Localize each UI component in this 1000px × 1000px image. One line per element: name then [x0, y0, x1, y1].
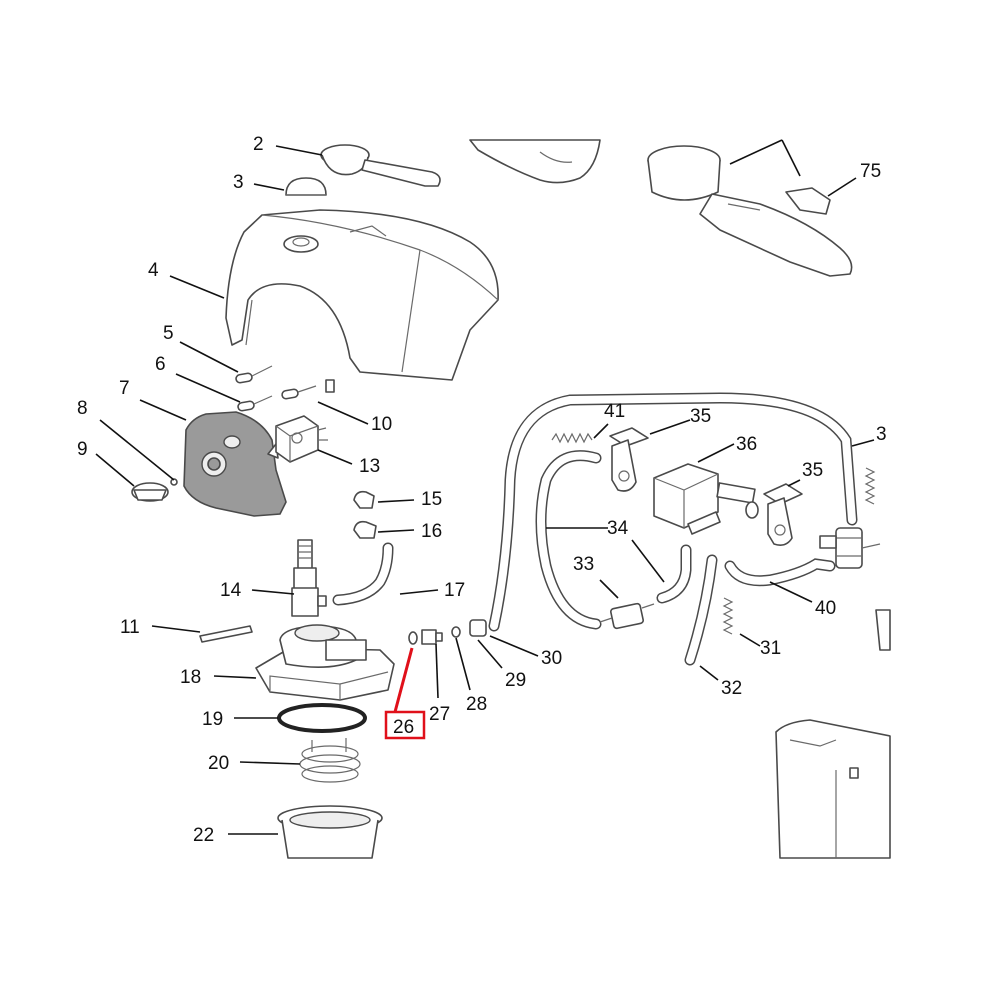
part-4-housing — [225, 209, 499, 393]
label-40: 40 — [815, 598, 836, 619]
label-27: 27 — [429, 704, 450, 725]
part-water-tank — [775, 719, 891, 859]
part-22-basket — [277, 805, 383, 859]
label-36: 36 — [736, 434, 757, 455]
label-20: 20 — [208, 753, 229, 774]
label-34: 34 — [607, 518, 629, 539]
part-30-tube — [488, 392, 858, 632]
part-7-control-panel — [183, 411, 287, 517]
label-35a: 35 — [690, 406, 711, 427]
label-33: 33 — [573, 554, 594, 575]
part-19-gasket — [277, 703, 367, 733]
part-14-valve — [291, 539, 327, 617]
part-33-valve — [599, 602, 655, 630]
part-2-scoop — [320, 144, 441, 187]
part-41-spring — [551, 432, 593, 444]
part-labels: 2 3 4 5 6 7 8 9 10 13 15 16 14 17 11 18 … — [77, 134, 887, 846]
label-35b: 35 — [802, 460, 823, 481]
part-36-pump — [653, 463, 759, 535]
part-32-tube — [684, 554, 718, 666]
label-5: 5 — [163, 323, 174, 344]
highlight-box-26 — [384, 710, 426, 740]
part-3-knob — [285, 177, 327, 196]
label-9: 9 — [77, 439, 88, 460]
part-portafilter — [647, 145, 853, 277]
label-31: 31 — [760, 638, 781, 659]
part-9-knob — [131, 478, 178, 502]
label-6: 6 — [155, 354, 166, 375]
part-18-boiler — [255, 624, 395, 701]
part-26-washer — [408, 631, 418, 645]
leader-lines — [95, 139, 875, 835]
label-22: 22 — [193, 825, 214, 846]
label-19: 19 — [202, 709, 223, 730]
label-13: 13 — [359, 456, 380, 477]
part-34-tube — [535, 450, 692, 630]
part-16-clip — [353, 520, 377, 539]
part-37-fitting — [819, 527, 881, 569]
label-26: 26 — [393, 717, 414, 738]
partial-right-object — [875, 609, 891, 651]
part-6-lamp — [237, 385, 317, 412]
right-spring — [864, 467, 876, 505]
label-28: 28 — [466, 694, 487, 715]
label-4: 4 — [148, 260, 159, 281]
part-5-lamp — [235, 365, 273, 384]
partial-top-object — [469, 139, 601, 184]
label-15: 15 — [421, 489, 442, 510]
part-11-probe — [199, 625, 253, 643]
part-35-bracket-right — [763, 483, 803, 546]
label-30: 30 — [541, 648, 562, 669]
label-10: 10 — [371, 414, 392, 435]
part-35-bracket-left — [609, 427, 649, 492]
part-27-fitting — [421, 629, 443, 645]
label-18: 18 — [180, 667, 201, 688]
part-31-spring — [722, 597, 734, 635]
label-75: 75 — [860, 161, 881, 182]
part-17-hose — [332, 542, 394, 606]
label-3: 3 — [233, 172, 244, 193]
part-29-nut — [469, 619, 487, 637]
part-75-clip — [785, 187, 831, 215]
part-15-clip — [353, 490, 375, 509]
label-7: 7 — [119, 378, 130, 399]
part-40-tube — [724, 558, 836, 587]
label-14: 14 — [220, 580, 242, 601]
label-11: 11 — [120, 617, 140, 638]
part-13-switch — [275, 415, 328, 463]
part-20-coil — [299, 738, 361, 783]
label-29: 29 — [505, 670, 526, 691]
label-32: 32 — [721, 678, 742, 699]
label-41: 41 — [604, 401, 625, 422]
part-28-washer — [451, 626, 461, 638]
label-37: 3 — [876, 424, 887, 445]
label-16: 16 — [421, 521, 442, 542]
label-17: 17 — [444, 580, 465, 601]
label-8: 8 — [77, 398, 88, 419]
label-2: 2 — [253, 134, 264, 155]
